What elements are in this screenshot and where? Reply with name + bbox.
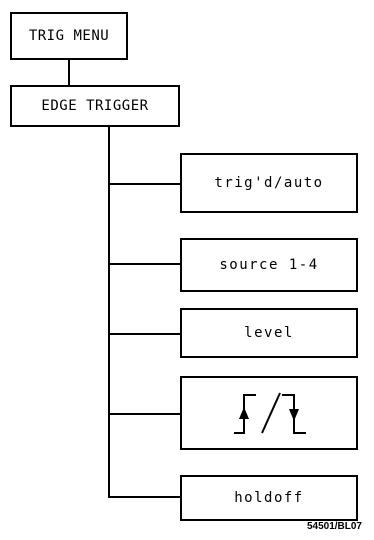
option-box-source: source 1-4 xyxy=(180,238,358,292)
option-box-level: level xyxy=(180,308,358,358)
trig-menu-box: TRIG MENU xyxy=(10,12,128,60)
trig-menu-label: TRIG MENU xyxy=(28,28,110,44)
option-box-holdoff: holdoff xyxy=(180,475,358,521)
connector-branch-5 xyxy=(108,496,180,498)
option-label-holdoff: holdoff xyxy=(234,490,304,506)
connector-trunk xyxy=(108,125,110,498)
connector-branch-3 xyxy=(108,333,180,335)
edge-trigger-label: EDGE TRIGGER xyxy=(41,98,149,114)
option-box-slope xyxy=(180,376,358,450)
slope-rising-falling-icon xyxy=(234,392,306,434)
connector-root-to-mode xyxy=(68,58,70,87)
figure-reference-code: 54501/BL07 xyxy=(306,521,362,532)
connector-branch-1 xyxy=(108,183,180,185)
option-box-trigd-auto: trig'd/auto xyxy=(180,153,358,213)
connector-branch-2 xyxy=(108,263,180,265)
option-label-source: source 1-4 xyxy=(219,257,319,273)
connector-branch-4 xyxy=(108,413,180,415)
option-label-level: level xyxy=(244,325,294,341)
edge-trigger-box: EDGE TRIGGER xyxy=(10,85,180,127)
option-label-trigd-auto: trig'd/auto xyxy=(214,175,324,191)
